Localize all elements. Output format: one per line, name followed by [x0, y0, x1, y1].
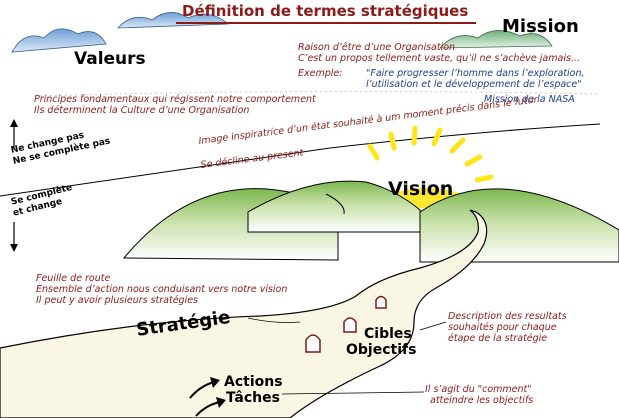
vision-heading: Vision — [388, 178, 454, 200]
cloud-left — [11, 28, 107, 53]
valeurs-definition: Principes fondamentaux qui régissent not… — [34, 94, 316, 105]
strategie-note: Il peut y avoir plusieurs stratégies — [36, 295, 199, 306]
mission-example-quote: "Faire progresser l’homme dans l’explora… — [366, 68, 585, 79]
hill-back — [247, 180, 421, 233]
milestone-door-icon — [305, 295, 387, 353]
mission-example-source: Mission de la NASA — [484, 94, 575, 105]
title-underline — [176, 22, 476, 24]
mission-note: C’est un propos tellement vaste, qu’il n… — [298, 53, 580, 64]
arrow-down-icon — [10, 222, 18, 252]
divider-line — [0, 123, 601, 197]
taches-heading: Tâches — [226, 390, 280, 406]
cloud-right — [439, 30, 553, 49]
page-title: Définition de termes stratégiques — [182, 2, 469, 20]
sun-icon — [367, 125, 494, 183]
mission-definition: Raison d’être d’une Organisation — [298, 42, 456, 53]
arrow-up-icon — [10, 119, 18, 148]
mission-example-quote-cont: l’utilisation et le développement de l’e… — [366, 79, 582, 90]
cibles-heading: Cibles — [364, 326, 412, 342]
cloud-center — [117, 12, 230, 29]
winding-road — [0, 209, 488, 418]
cibles-definition-cont: souhaités pour chaque — [448, 322, 557, 333]
actions-definition-cont: atteindre les objectifs — [430, 395, 534, 406]
cibles-definition-end: étape de la stratégie — [448, 333, 548, 344]
strategie-detail: Ensemble d’action nous conduisant vers n… — [36, 284, 288, 295]
strategie-definition: Feuille de route — [36, 273, 111, 284]
horizon-line — [39, 90, 601, 97]
cibles-definition: Description des resultats — [448, 311, 567, 322]
actions-heading: Actions — [224, 374, 283, 390]
objectifs-heading: Objectifs — [346, 342, 417, 358]
connector-actions — [281, 391, 425, 395]
action-arrow-icon — [189, 377, 226, 417]
valeurs-note: Ils déterminent la Culture d’une Organis… — [34, 105, 250, 116]
mission-heading: Mission — [502, 16, 579, 37]
connector-cibles — [419, 321, 447, 331]
actions-definition: Il s’agit du "comment" — [425, 384, 532, 395]
mission-example-label: Exemple: — [298, 68, 343, 79]
valeurs-heading: Valeurs — [74, 49, 146, 69]
